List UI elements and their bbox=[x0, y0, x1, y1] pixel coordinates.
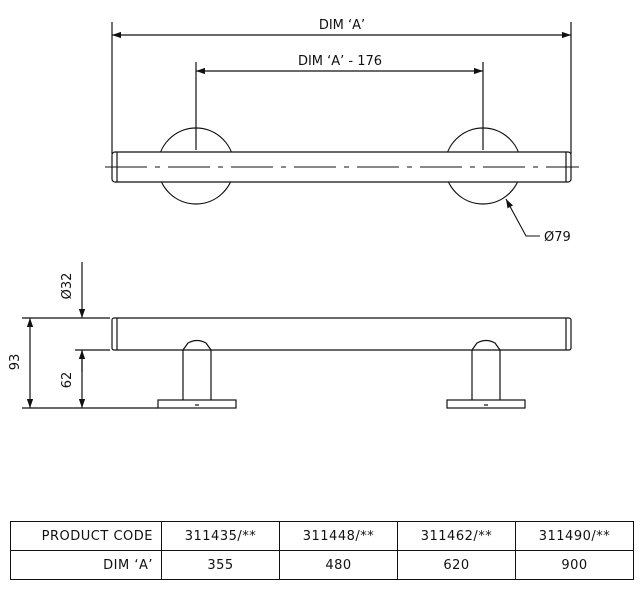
dim-a-centers-label: DIM ‘A’ - 176 bbox=[298, 54, 382, 69]
dim-a-row: DIM ‘A’ 355 480 620 900 bbox=[10, 550, 634, 580]
product-code-row: PRODUCT CODE 311435/** 311448/** 311462/… bbox=[10, 521, 634, 551]
product-table: PRODUCT CODE 311435/** 311448/** 311462/… bbox=[10, 521, 634, 580]
dim-a-label: DIM ‘A’ bbox=[319, 18, 365, 33]
dim-a-cell: 480 bbox=[279, 550, 398, 580]
dim-a-header: DIM ‘A’ bbox=[10, 550, 162, 580]
leader-rose-diameter bbox=[505, 198, 540, 237]
side-view bbox=[22, 262, 572, 409]
product-code-cell: 311448/** bbox=[279, 521, 398, 551]
product-code-cell: 311490/** bbox=[515, 521, 634, 551]
product-code-cell: 311435/** bbox=[161, 521, 280, 551]
product-code-cell: 311462/** bbox=[397, 521, 516, 551]
dim-a-cell: 900 bbox=[515, 550, 634, 580]
rose-diameter-label: Ø79 bbox=[544, 230, 571, 245]
height-93-label: 93 bbox=[8, 354, 23, 371]
standoff-right bbox=[471, 339, 501, 400]
top-view bbox=[105, 22, 579, 237]
base-plate-right bbox=[446, 399, 526, 409]
dim-a-cell: 355 bbox=[161, 550, 280, 580]
standoff-left bbox=[182, 339, 212, 400]
bar-side-view bbox=[111, 317, 572, 351]
dim-a-cell: 620 bbox=[397, 550, 516, 580]
product-code-header: PRODUCT CODE bbox=[10, 521, 162, 551]
tube-diameter-label: Ø32 bbox=[60, 273, 75, 300]
height-62-label: 62 bbox=[60, 372, 75, 389]
base-plate-left bbox=[157, 399, 237, 409]
